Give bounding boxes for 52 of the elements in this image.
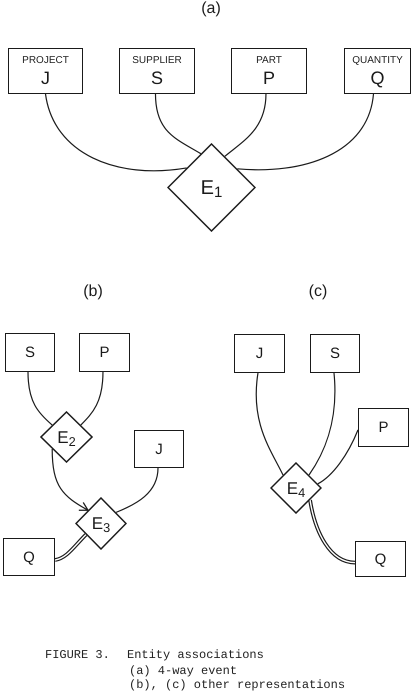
entity-name: SUPPLIER — [132, 56, 182, 66]
entity-name: PROJECT — [22, 56, 69, 66]
entity-box — [8, 48, 83, 94]
figure-caption: Entity associations — [127, 648, 264, 662]
entity-box — [5, 333, 55, 372]
panel-label: (c) — [308, 283, 328, 301]
entity-letter: Q — [23, 550, 35, 564]
panel-label: (a) — [201, 0, 221, 18]
connector-line — [308, 372, 336, 476]
figure-caption: (b), (c) other representations — [129, 678, 346, 692]
entity-letter: J — [41, 68, 50, 86]
connector-line — [256, 372, 284, 476]
entity-letter: S — [330, 346, 340, 361]
entity-box — [79, 333, 130, 372]
event-label: E$_{4}$ — [286, 480, 306, 496]
arrow — [52, 448, 89, 511]
connector-line — [116, 468, 159, 513]
entity-box — [358, 408, 409, 447]
entity-letter: S — [24, 345, 35, 360]
entity-box — [310, 334, 360, 373]
figure-caption: (a) 4-way event — [129, 664, 238, 678]
entity-letter: Q — [370, 68, 384, 86]
entity-name: PART — [256, 56, 282, 66]
panel-label: (b) — [83, 283, 103, 301]
connector-line — [237, 94, 374, 170]
event-label: E$_{3}$ — [92, 515, 110, 532]
entity-box — [344, 48, 411, 94]
entity-box — [119, 48, 195, 94]
entity-name: QUANTITY — [352, 56, 403, 66]
entity-box — [134, 430, 184, 468]
entity-box — [3, 538, 55, 576]
connector-line — [154, 94, 202, 154]
figure-caption: FIGURE 3. — [45, 648, 110, 662]
entity-letter: P — [99, 345, 110, 360]
entity-letter: P — [262, 68, 275, 86]
entity-box — [231, 48, 307, 94]
event-label: E$_{2}$ — [57, 428, 76, 446]
connector-line — [27, 372, 53, 426]
entity-letter: J — [155, 442, 163, 456]
entity-letter: Q — [374, 552, 386, 566]
connector-line — [80, 372, 104, 426]
connector-line — [44, 94, 187, 172]
connector-line — [318, 430, 359, 484]
entity-letter: P — [378, 420, 388, 435]
entity-letter: J — [256, 346, 264, 361]
entity-box — [234, 334, 285, 373]
event-label: E$_{1}$ — [200, 178, 222, 198]
connector-line — [224, 94, 267, 157]
entity-box — [355, 541, 406, 577]
entity-letter: S — [150, 68, 163, 86]
double-line — [308, 500, 356, 564]
double-line — [54, 533, 88, 562]
